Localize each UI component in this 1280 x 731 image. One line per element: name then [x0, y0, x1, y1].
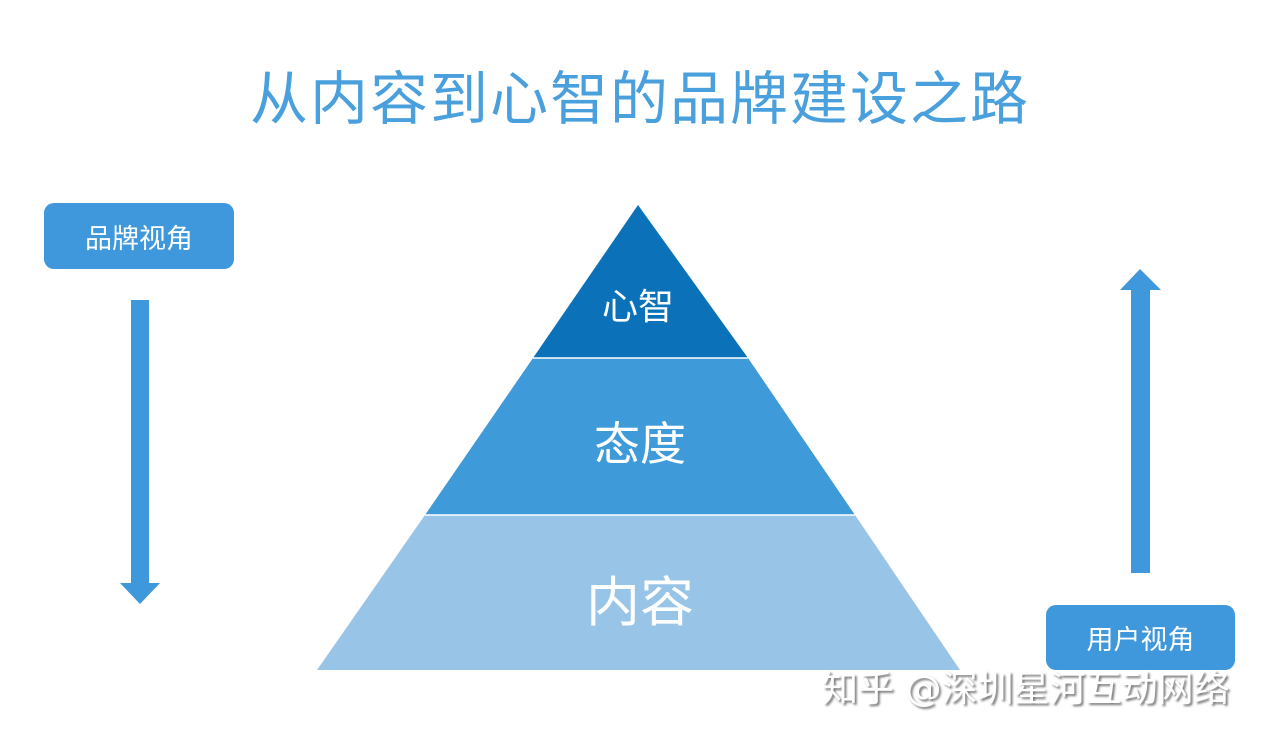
pyramid-tier-middle [425, 358, 855, 515]
arrow-down-icon [120, 300, 160, 604]
pyramid-tier-bottom [317, 515, 960, 670]
user-view-label: 用户视角 [1046, 605, 1235, 670]
page-title: 从内容到心智的品牌建设之路 [249, 65, 1030, 133]
pyramid-tier-top [533, 205, 748, 358]
watermark: 知乎 @深圳星河互动网络 [822, 669, 1230, 710]
arrow-up-icon [1120, 269, 1161, 573]
tier-label-content: 内容 [586, 571, 694, 634]
tier-label-attitude: 态度 [594, 417, 686, 471]
brand-view-label: 品牌视角 [44, 203, 234, 269]
tier-label-mind: 心智 [601, 287, 674, 328]
